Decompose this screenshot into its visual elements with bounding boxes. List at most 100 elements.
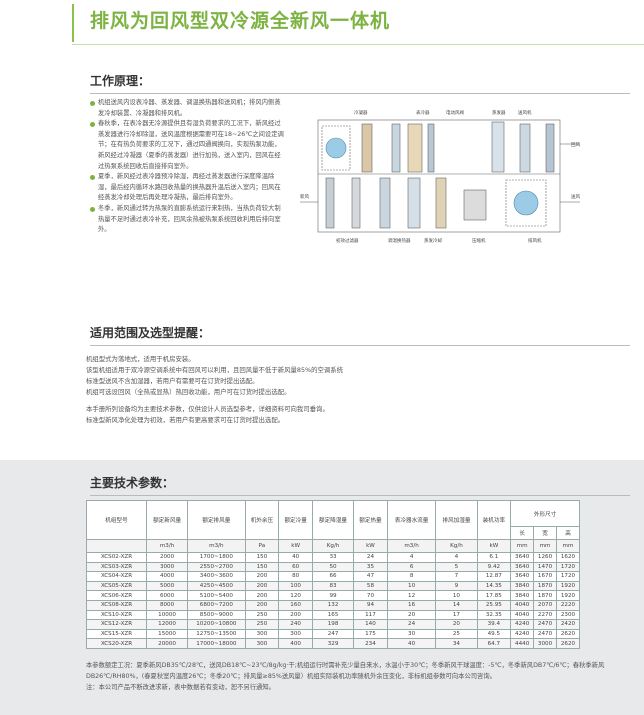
table-cell: 240 — [278, 619, 313, 630]
label-return-air: 回风 — [571, 142, 580, 148]
table-cell: 8000 — [145, 599, 189, 611]
table-cell: 6000 — [145, 590, 189, 601]
table-cell: 10000 — [145, 609, 189, 621]
table-cell: 4240 — [510, 619, 535, 630]
table-cell: 80 — [278, 571, 313, 582]
table-cell: 58 — [353, 580, 388, 592]
table-cell: 160 — [278, 599, 313, 611]
table-cell: 200 — [244, 571, 280, 582]
table-subheader-row: 长 宽 高 — [87, 526, 581, 540]
note-disclaimer: 注：本公司产品不断改进求新，表中数据若有变动，恕不另行通知。 — [86, 684, 275, 691]
col-water: 表冷器水流量 — [386, 500, 437, 540]
table-cell: 2420 — [555, 619, 581, 630]
table-cell: 4040 — [510, 609, 535, 621]
col-heating: 额定热量 — [353, 500, 388, 540]
scope-text: 机组型式为落地式，适用于机房安装。 该型机组适用于双冷源空调系统中有回风可以利用… — [86, 354, 626, 426]
unit-cell: Kg/h — [311, 539, 355, 553]
table-cell: 15000 — [145, 628, 189, 640]
table-cell: 120 — [278, 590, 313, 601]
table-cell: 2000 — [145, 552, 189, 563]
label-condenser: 冷凝器 — [354, 109, 368, 116]
table-cell: 4000 — [145, 571, 189, 582]
table-cell: 9.42 — [476, 561, 512, 573]
table-cell: 200 — [244, 599, 280, 611]
col-len: 长 — [510, 526, 535, 540]
table-cell: 3640 — [510, 561, 535, 573]
table-cell: 2470 — [533, 619, 557, 630]
label-prefilter: 初效过滤器 — [336, 237, 359, 244]
table-cell: 4240 — [510, 628, 535, 640]
table-cell: 40 — [386, 638, 437, 649]
table-cell: 6800~7200 — [187, 599, 246, 611]
bullet-icon — [90, 206, 95, 212]
title-accent-bar — [72, 4, 74, 42]
table-cell: 1620 — [555, 552, 581, 563]
return-filter — [519, 123, 531, 173]
scope-paragraph: 机组型式为落地式，适用于机房安装。 — [86, 355, 195, 363]
table-cell: 20000 — [145, 638, 189, 649]
unit-cell: m3/h — [187, 539, 246, 553]
principle-list: 机组送风内设表冷器、蒸发器、调温换热器和送风机；排风内侧蒸发冷却装置、冷凝器和排… — [90, 98, 286, 236]
table-cell: 99 — [311, 590, 355, 601]
table-cell: 2620 — [555, 628, 581, 640]
supply-fan-box — [505, 179, 547, 227]
table-cell: 1870 — [533, 580, 557, 592]
table-cell: 12000 — [145, 619, 189, 630]
unit-cell: Pa — [244, 539, 280, 553]
principle-item: 春秋季，在表冷器无冷源提供且有湿负荷要求的工况下，新风经过蒸发器进行冷却除湿，送… — [90, 119, 286, 172]
table-cell: 200 — [278, 609, 313, 621]
unit-cell: kW — [278, 539, 313, 553]
prefilter-block — [351, 177, 361, 229]
compressor-block — [463, 189, 487, 221]
table-cell: 1870 — [533, 590, 557, 601]
table-cell: 198 — [311, 619, 355, 630]
table-cell: 24 — [353, 552, 388, 563]
table-cell: XCS08-XZR — [86, 599, 147, 611]
table-cell: 6.1 — [476, 552, 512, 563]
col-pressure: 机外余压 — [244, 500, 280, 540]
table-cell: 24 — [386, 619, 437, 630]
table-cell: XCS03-XZR — [86, 561, 147, 573]
col-dehumid: 额定降湿量 — [311, 500, 355, 540]
table-cell: 9 — [435, 580, 478, 592]
label-exhaust-fan: 排风机 — [528, 237, 542, 244]
table-cell: XCS04-XZR — [86, 571, 147, 582]
unit-cell — [86, 539, 147, 553]
unit-cell: mm — [510, 539, 535, 553]
table-cell: 17 — [435, 609, 478, 621]
table-cell: 20 — [435, 619, 478, 630]
table-cell: 150 — [244, 552, 280, 563]
cooling-coil — [379, 177, 391, 229]
table-cell: 12 — [386, 590, 437, 601]
schematic-svg: 冷凝器 表冷器 电动风阀 蒸发器 送风机 回风 送风 新风 初效过滤器 调温换热… — [300, 109, 580, 244]
table-cell: XCS06-XZR — [86, 590, 147, 601]
label-tempering-coil: 调温换热器 — [388, 237, 411, 244]
col-wid: 宽 — [533, 526, 557, 540]
table-cell: XCS05-XZR — [86, 580, 147, 592]
scope-paragraph: 机组可选设回风（全热或显热）热回收功能，用户可在订货时提出选配。 — [86, 388, 291, 396]
table-cell: 1670 — [533, 571, 557, 582]
exhaust-fan-icon — [325, 137, 347, 159]
table-cell: 10200~10800 — [187, 619, 246, 630]
table-cell: 3840 — [510, 580, 535, 592]
table-cell: 17.85 — [476, 590, 512, 601]
table-cell: 4040 — [510, 599, 535, 611]
table-cell: 3640 — [510, 552, 535, 563]
pad-block — [407, 123, 423, 173]
label-supply-air: 送风 — [571, 193, 580, 200]
scope-paragraph: 标准型新风净化处理为初效，若用户有更高要求可在订货时提出选配。 — [86, 416, 285, 424]
label-fresh-air: 新风 — [300, 193, 309, 200]
table-cell: 1920 — [555, 590, 581, 601]
scope-paragraph: 标准型送风不含加湿器，若用户有需要可在订货时提出选配。 — [86, 377, 259, 385]
table-cell: 7 — [435, 571, 478, 582]
table-cell: 8500~9000 — [187, 609, 246, 621]
table-cell: 200 — [244, 590, 280, 601]
table-cell: 70 — [353, 590, 388, 601]
table-cell: 1720 — [555, 571, 581, 582]
table-cell: 33 — [311, 552, 355, 563]
header: 排风为回风型双冷源全新风一体机 — [0, 0, 644, 48]
table-cell: 1700~1800 — [187, 552, 246, 563]
unit-cell: kW — [353, 539, 388, 553]
scope-heading: 适用范围及选型提醒： — [90, 324, 630, 346]
